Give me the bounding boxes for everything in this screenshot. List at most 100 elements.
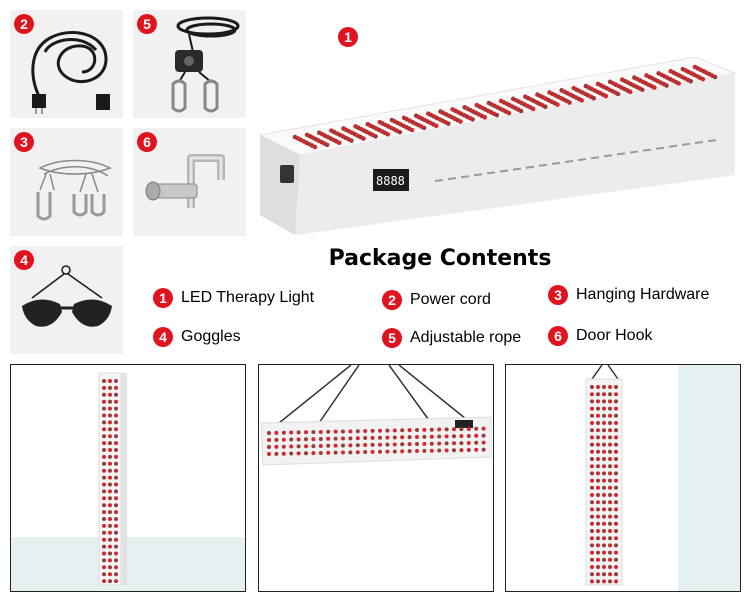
- led-dot: [596, 464, 600, 469]
- legend-item-2: 2 Power cord: [382, 290, 491, 310]
- led-dot: [326, 450, 331, 455]
- led-dot: [114, 503, 118, 508]
- vent-slot: [655, 146, 665, 150]
- led-dot: [108, 379, 112, 383]
- legend-badge-2: 2: [382, 290, 402, 310]
- power-cord-thumbnail: 2: [10, 10, 123, 118]
- led-dot: [590, 493, 594, 497]
- led-dot: [102, 551, 106, 556]
- led-dot: [114, 427, 118, 432]
- rope-hanger-icon: [171, 16, 240, 113]
- led-dot: [114, 413, 118, 418]
- led-dot: [590, 471, 594, 476]
- led-grid: [267, 426, 486, 456]
- led-dot: [108, 461, 112, 466]
- led-dot: [114, 441, 118, 446]
- led-dot: [267, 452, 271, 456]
- led-dot: [397, 129, 403, 135]
- led-dot: [415, 435, 419, 439]
- led-therapy-light-image: 8888: [258, 56, 737, 235]
- led-dot: [378, 435, 382, 440]
- led-dot: [114, 579, 118, 584]
- led-dot: [348, 429, 353, 434]
- vent-slot: [460, 175, 470, 179]
- led-dot: [608, 464, 612, 469]
- led-dot: [296, 451, 301, 456]
- legend-label: Hanging Hardware: [576, 286, 710, 303]
- led-dot: [102, 420, 106, 425]
- led-dot: [373, 134, 378, 139]
- led-dot: [608, 413, 612, 418]
- led-dot: [614, 507, 618, 512]
- led-dot: [602, 514, 606, 519]
- led-dot: [385, 442, 390, 447]
- door-hook-icon: [145, 154, 225, 208]
- led-dot: [437, 427, 442, 432]
- led-dot: [590, 399, 594, 404]
- led-dot: [355, 443, 360, 448]
- led-dot: [102, 572, 106, 577]
- led-dot: [437, 441, 442, 446]
- led-dot: [433, 123, 439, 129]
- led-dot: [608, 399, 612, 404]
- led-dot: [596, 550, 600, 555]
- led-dot: [429, 434, 434, 439]
- led-dot: [481, 426, 486, 431]
- led-dot: [422, 427, 427, 432]
- led-dot: [602, 579, 606, 584]
- goggles-icon: [22, 265, 112, 327]
- led-dot: [102, 427, 106, 432]
- led-dot: [407, 428, 412, 433]
- led-dot: [348, 450, 353, 455]
- led-dot: [385, 131, 391, 137]
- led-dot: [108, 510, 112, 515]
- led-dot: [466, 433, 471, 438]
- led-dot: [289, 430, 294, 435]
- led-dot: [603, 93, 609, 99]
- led-dot: [596, 565, 600, 569]
- led-dot: [392, 442, 397, 447]
- led-dot: [341, 450, 345, 455]
- legend-badge-1: 1: [153, 288, 173, 308]
- led-dot: [114, 434, 118, 439]
- led-dot: [474, 433, 479, 438]
- led-dot: [466, 440, 471, 445]
- led-dot: [614, 413, 618, 418]
- led-dot: [304, 437, 308, 442]
- led-dot: [274, 444, 279, 449]
- led-dot: [602, 385, 606, 389]
- led-dot: [446, 121, 451, 126]
- led-dot: [602, 392, 606, 397]
- led-dot: [114, 420, 118, 425]
- led-dot: [378, 428, 382, 433]
- led-dot: [608, 579, 612, 584]
- led-dot: [429, 441, 434, 446]
- hanging-hardware-thumbnail: 3: [10, 128, 123, 236]
- led-dot: [590, 485, 594, 490]
- led-dot: [102, 413, 106, 418]
- led-dot: [590, 428, 594, 433]
- led-dot: [596, 572, 600, 577]
- led-dot: [596, 413, 600, 418]
- vent-slot: [681, 142, 691, 146]
- led-dot: [444, 427, 449, 432]
- led-dot: [318, 429, 323, 434]
- led-dot: [608, 392, 612, 397]
- led-dot: [614, 565, 618, 569]
- led-dot: [602, 471, 606, 476]
- led-dot: [596, 500, 600, 505]
- led-dot: [614, 449, 618, 454]
- digital-display: [455, 420, 473, 428]
- led-dot: [407, 442, 412, 447]
- led-dot: [608, 449, 612, 454]
- legend-badge-5: 5: [382, 328, 402, 348]
- legend-badge-3: 3: [548, 285, 568, 305]
- led-dot: [474, 447, 479, 452]
- led-dot: [326, 443, 331, 448]
- led-dot: [361, 136, 366, 141]
- led-dot: [363, 436, 368, 441]
- led-dot: [590, 521, 594, 526]
- led-dot: [590, 579, 594, 584]
- led-dot: [385, 428, 390, 433]
- led-dot: [474, 426, 479, 431]
